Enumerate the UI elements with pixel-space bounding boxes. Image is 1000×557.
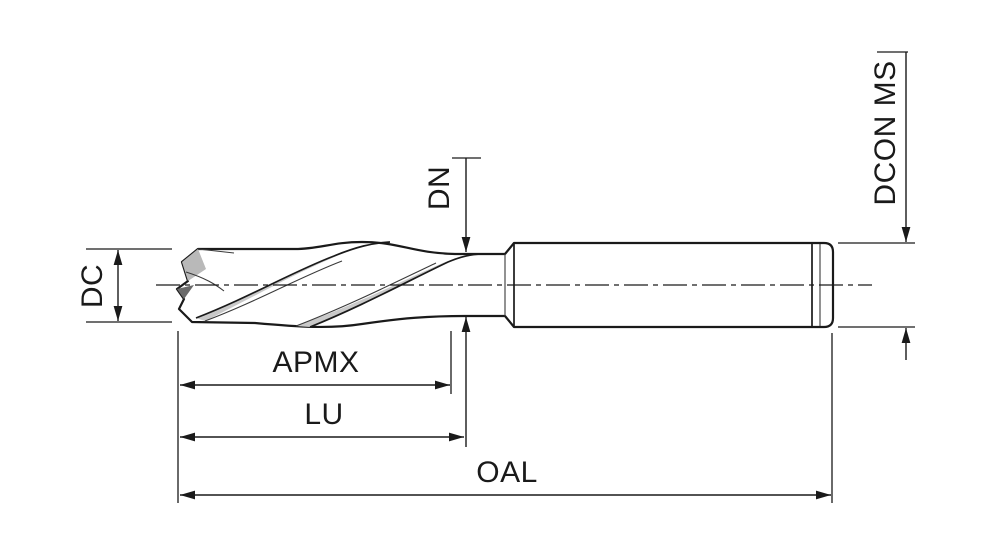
dimension-apmx: APMX: [180, 331, 452, 394]
flute-shade-1: [196, 242, 390, 321]
flute-edge-1b: [204, 260, 343, 322]
flute-edge-2: [309, 253, 483, 328]
flute-edge-1: [195, 241, 391, 319]
dn-label: DN: [423, 166, 456, 210]
dcon-label: DCON MS: [869, 60, 902, 205]
apmx-label: APMX: [272, 346, 359, 379]
end-face-gash: [177, 285, 194, 299]
lu-label: LU: [304, 398, 343, 431]
oal-label: OAL: [476, 456, 538, 489]
dc-label: DC: [76, 264, 109, 308]
dimension-oal: OAL: [180, 333, 833, 503]
end-cutting-edge-line: [197, 248, 235, 254]
tool-outline: [175, 240, 835, 329]
dimension-lu: LU: [180, 398, 464, 442]
dimension-dcon: DCON MS: [838, 51, 915, 360]
dimension-dc: DC: [76, 248, 172, 323]
flute-edge-2b: [295, 262, 437, 327]
end-face-edge-line: [185, 271, 225, 292]
dimension-dn: DN: [423, 157, 481, 447]
